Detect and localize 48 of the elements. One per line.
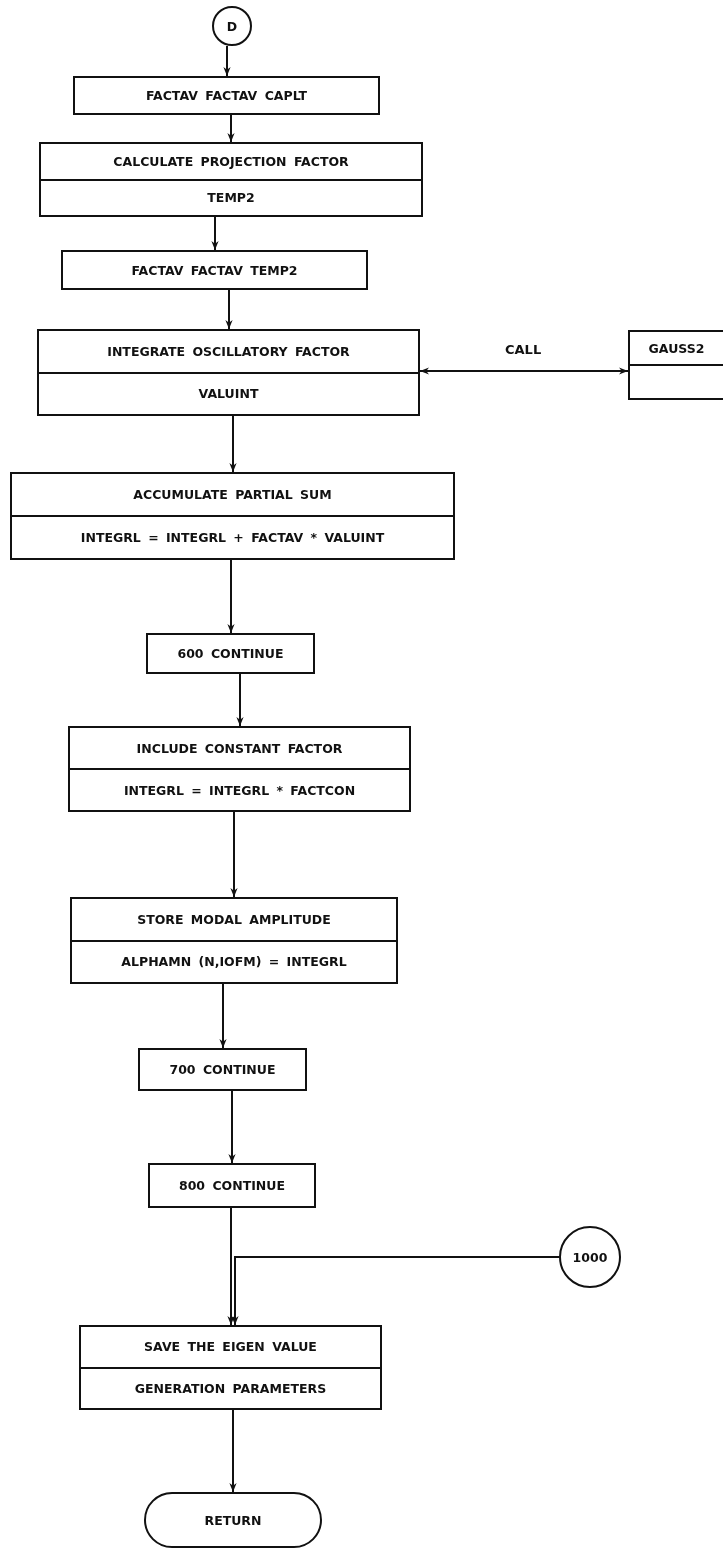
node-text: INTEGRL = INTEGRL + FACTAV * VALUINT xyxy=(80,530,385,545)
data-box xyxy=(61,250,368,290)
arrow xyxy=(229,1409,237,1493)
process-box xyxy=(37,329,420,416)
node-text: ALPHAMN (N,IOFM) = INTEGRL xyxy=(121,954,347,970)
arrow xyxy=(236,673,244,727)
arrow xyxy=(227,114,235,143)
arrow xyxy=(225,289,233,330)
arrow xyxy=(223,45,231,77)
node-text: SAVE THE EIGEN VALUE xyxy=(144,1339,317,1355)
arrow xyxy=(227,1207,235,1326)
process-box xyxy=(39,142,423,217)
node-text: ACCUMULATE PARTIAL SUM xyxy=(133,487,332,502)
node-text: STORE MODAL AMPLITUDE xyxy=(137,911,331,927)
arrow xyxy=(230,811,238,898)
data-box xyxy=(73,76,380,115)
node-text: 1000 xyxy=(572,1249,608,1265)
node-text: D xyxy=(226,18,238,34)
arrow xyxy=(211,216,219,251)
statement-box xyxy=(138,1048,307,1091)
node-text: GENERATION PARAMETERS xyxy=(134,1380,327,1396)
node-text: 800 CONTINUE xyxy=(178,1178,285,1193)
node-text: INCLUDE CONSTANT FACTOR xyxy=(136,740,343,756)
arrow xyxy=(419,367,629,375)
node-text: FACTAV FACTAV CAPLT xyxy=(145,88,308,103)
node-text: RETURN xyxy=(204,1512,262,1528)
node-text: TEMP2 xyxy=(207,190,255,206)
process-box xyxy=(68,726,411,812)
statement-box xyxy=(148,1163,316,1208)
arrow xyxy=(231,1256,560,1326)
node-text: VALUINT xyxy=(198,386,259,402)
arrow xyxy=(229,415,237,473)
arrow xyxy=(227,559,235,634)
node-text: INTEGRL = INTEGRL * FACTCON xyxy=(123,782,356,798)
subroutine-box xyxy=(628,330,723,400)
node-text: GAUSS2 xyxy=(648,340,705,356)
node-text: FACTAV FACTAV TEMP2 xyxy=(131,262,298,278)
process-box xyxy=(10,472,455,560)
process-box xyxy=(70,897,398,984)
connector-circle xyxy=(212,6,252,46)
arrow xyxy=(219,983,227,1049)
node-text: CALCULATE PROJECTION FACTOR xyxy=(113,153,349,169)
arrow xyxy=(228,1090,236,1164)
node-text: 600 CONTINUE xyxy=(177,646,284,661)
process-box xyxy=(79,1325,382,1410)
node-text: INTEGRATE OSCILLATORY FACTOR xyxy=(107,343,350,359)
node-text: 700 CONTINUE xyxy=(169,1062,276,1077)
statement-box xyxy=(146,633,315,674)
